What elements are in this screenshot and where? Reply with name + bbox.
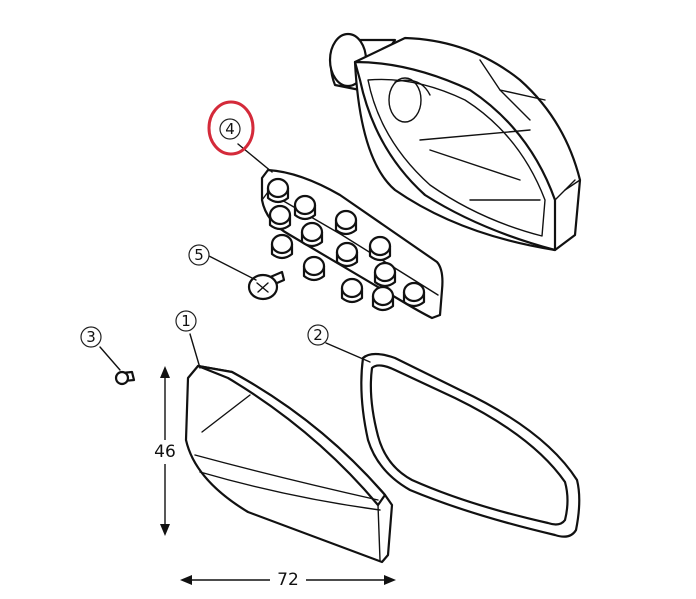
callout-1: 1: [175, 310, 197, 332]
callout-5: 5: [188, 244, 210, 266]
svg-text:5: 5: [194, 246, 204, 264]
led-5: [334, 209, 358, 236]
led-1: [266, 177, 290, 204]
lens-cover: [184, 364, 394, 564]
highlight-circle: [207, 100, 255, 156]
svg-text:2: 2: [313, 326, 323, 344]
led-2: [293, 194, 317, 221]
led-10: [340, 277, 364, 304]
callout-3: 3: [80, 326, 102, 348]
height-dimension-label: 46: [154, 442, 176, 462]
callout-4: 4: [219, 118, 241, 140]
led-12: [373, 261, 397, 288]
width-dimension-label: 72: [277, 570, 299, 590]
screw-small: [114, 370, 136, 386]
led-9: [368, 235, 392, 262]
lamp-housing: [328, 32, 582, 252]
screw-large: [247, 270, 286, 301]
svg-text:1: 1: [181, 312, 191, 330]
led-4: [300, 221, 324, 248]
led-3: [268, 204, 292, 231]
led-array: [266, 177, 426, 312]
led-6: [270, 233, 294, 260]
width-dimension: 72: [180, 568, 396, 592]
led-7: [302, 255, 326, 282]
gasket: [360, 352, 581, 538]
height-dimension: 46: [150, 366, 180, 536]
led-11: [371, 285, 395, 312]
callout-2: 2: [307, 324, 329, 346]
led-13: [402, 281, 426, 308]
svg-text:3: 3: [86, 328, 96, 346]
svg-text:4: 4: [225, 120, 235, 138]
led-8: [335, 241, 359, 268]
